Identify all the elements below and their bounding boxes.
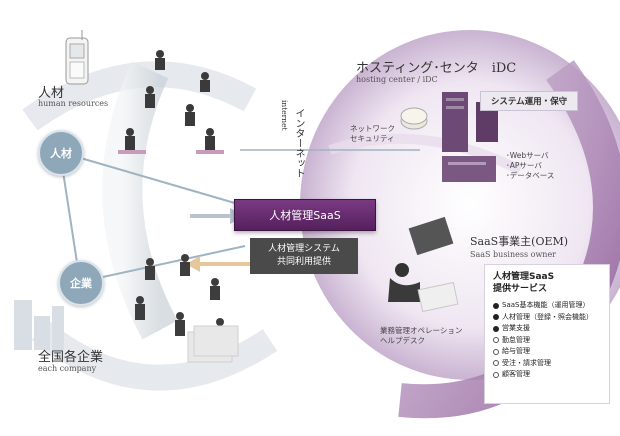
saas-owner-title: SaaS事業主(OEM): [470, 235, 569, 248]
service-item: SaaS基本機能（運用管理）: [493, 300, 601, 312]
operations-label: 業務管理オペレーション: [380, 326, 463, 335]
network-label: ネットワーク: [350, 124, 395, 133]
router-illustration: [400, 107, 428, 130]
hr-badge: 人材: [38, 130, 84, 176]
service-item-label: 勤怠管理: [502, 335, 530, 344]
server-web: ･Webサーバ: [506, 151, 549, 160]
idc-title: ホスティング･センタ iDC: [356, 61, 517, 76]
helpdesk-label: ヘルプデスク: [380, 336, 425, 345]
empty-bullet-icon: [493, 360, 499, 367]
services-panel: 人材管理SaaS 提供サービス SaaS基本機能（運用管理） 人材管理（登録・照会…: [484, 264, 610, 404]
shared-system-box: 人材管理システム 共同利用提供: [250, 238, 358, 274]
security-label: セキュリティ: [350, 134, 395, 143]
empty-bullet-icon: [493, 337, 499, 344]
service-item-label: 人材管理（登録・照会機能）: [502, 312, 593, 321]
services-title-line1: 人材管理SaaS: [493, 272, 555, 282]
left-vertical-band: [102, 61, 178, 340]
workers-upper-illustration: [118, 50, 224, 154]
shared-system-line1: 人材管理システム: [268, 244, 340, 254]
server-rack-illustration: [442, 92, 498, 182]
filled-bullet-icon: [493, 325, 499, 332]
internet-label-en: internet: [280, 100, 289, 131]
internet-label-jp: インターネット: [293, 108, 304, 178]
empty-bullet-icon: [493, 371, 499, 378]
service-item: 給与管理: [493, 346, 601, 358]
arrow-to-company: [186, 256, 250, 272]
service-item: 営業支援: [493, 323, 601, 335]
company-to-saas-line: [79, 245, 246, 283]
service-item-label: SaaS基本機能（運用管理）: [502, 301, 590, 309]
saas-owner-subtitle: SaaS business owner: [470, 250, 556, 259]
arrow-from-hr: [190, 208, 244, 224]
filled-bullet-icon: [493, 302, 499, 309]
service-item: 受注・請求管理: [493, 358, 601, 370]
operations-helpdesk-label: 業務管理オペレーション ヘルプデスク: [380, 326, 462, 346]
operator-illustration: [388, 216, 459, 313]
hr-subtitle: human resources: [38, 99, 109, 108]
service-item-label: 顧客管理: [502, 370, 530, 378]
server-list: ･Webサーバ ･APサーバ ･データベース: [506, 151, 554, 181]
idc-subtitle: hosting center / iDC: [356, 75, 438, 84]
hr-to-saas-line: [59, 151, 246, 207]
empty-bullet-icon: [493, 348, 499, 355]
services-list: SaaS基本機能（運用管理） 人材管理（登録・照会機能） 営業支援勤怠管理給与管理受…: [493, 300, 601, 381]
service-item: 顧客管理: [493, 369, 601, 381]
service-item-label: 給与管理: [502, 347, 530, 355]
system-operations-label: システム運用・保守: [480, 91, 578, 111]
service-item: 人材管理（登録・照会機能）: [493, 312, 601, 324]
city-buildings-illustration: [14, 300, 64, 350]
mobile-phone-illustration: [65, 30, 89, 85]
company-subtitle: each company: [38, 364, 97, 373]
filled-bullet-icon: [493, 314, 499, 321]
service-item-label: 営業支援: [502, 324, 530, 332]
service-item: 勤怠管理: [493, 335, 601, 347]
service-item-label: 受注・請求管理: [502, 358, 551, 367]
services-title-line2: 提供サービス: [493, 284, 548, 294]
documents-illustration: [187, 325, 239, 363]
network-security-label: ネットワーク セキュリティ: [350, 124, 395, 144]
company-badge: 企業: [58, 260, 104, 306]
left-lower-arc: [31, 319, 278, 391]
hr-title: 人材: [38, 86, 65, 101]
saas-service-box: 人材管理SaaS: [234, 199, 376, 231]
company-title: 全国各企業: [38, 350, 104, 365]
server-ap: ･APサーバ: [506, 161, 542, 170]
server-database: ･データベース: [506, 171, 555, 180]
shared-system-line2: 共同利用提供: [276, 257, 331, 267]
